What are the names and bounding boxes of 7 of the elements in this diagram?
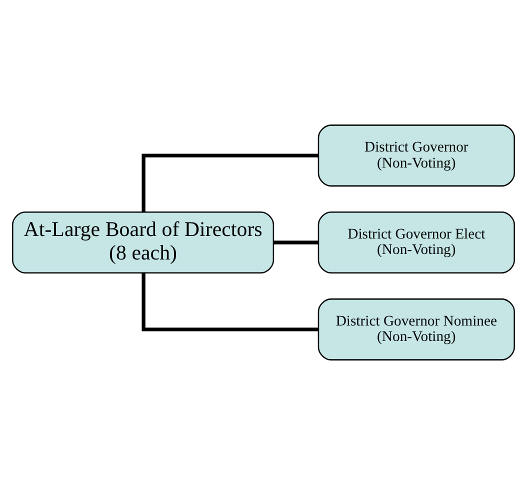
node-box: At-Large Board of Directors (8 each) xyxy=(12,212,274,274)
connector xyxy=(142,272,318,332)
connector xyxy=(142,154,318,212)
node-box: District Governor (Non-Voting) xyxy=(318,124,515,187)
node-box: District Governor Nominee (Non-Voting) xyxy=(318,298,515,360)
node-box: District Governor Elect (Non-Voting) xyxy=(318,212,515,274)
connector xyxy=(274,240,318,244)
